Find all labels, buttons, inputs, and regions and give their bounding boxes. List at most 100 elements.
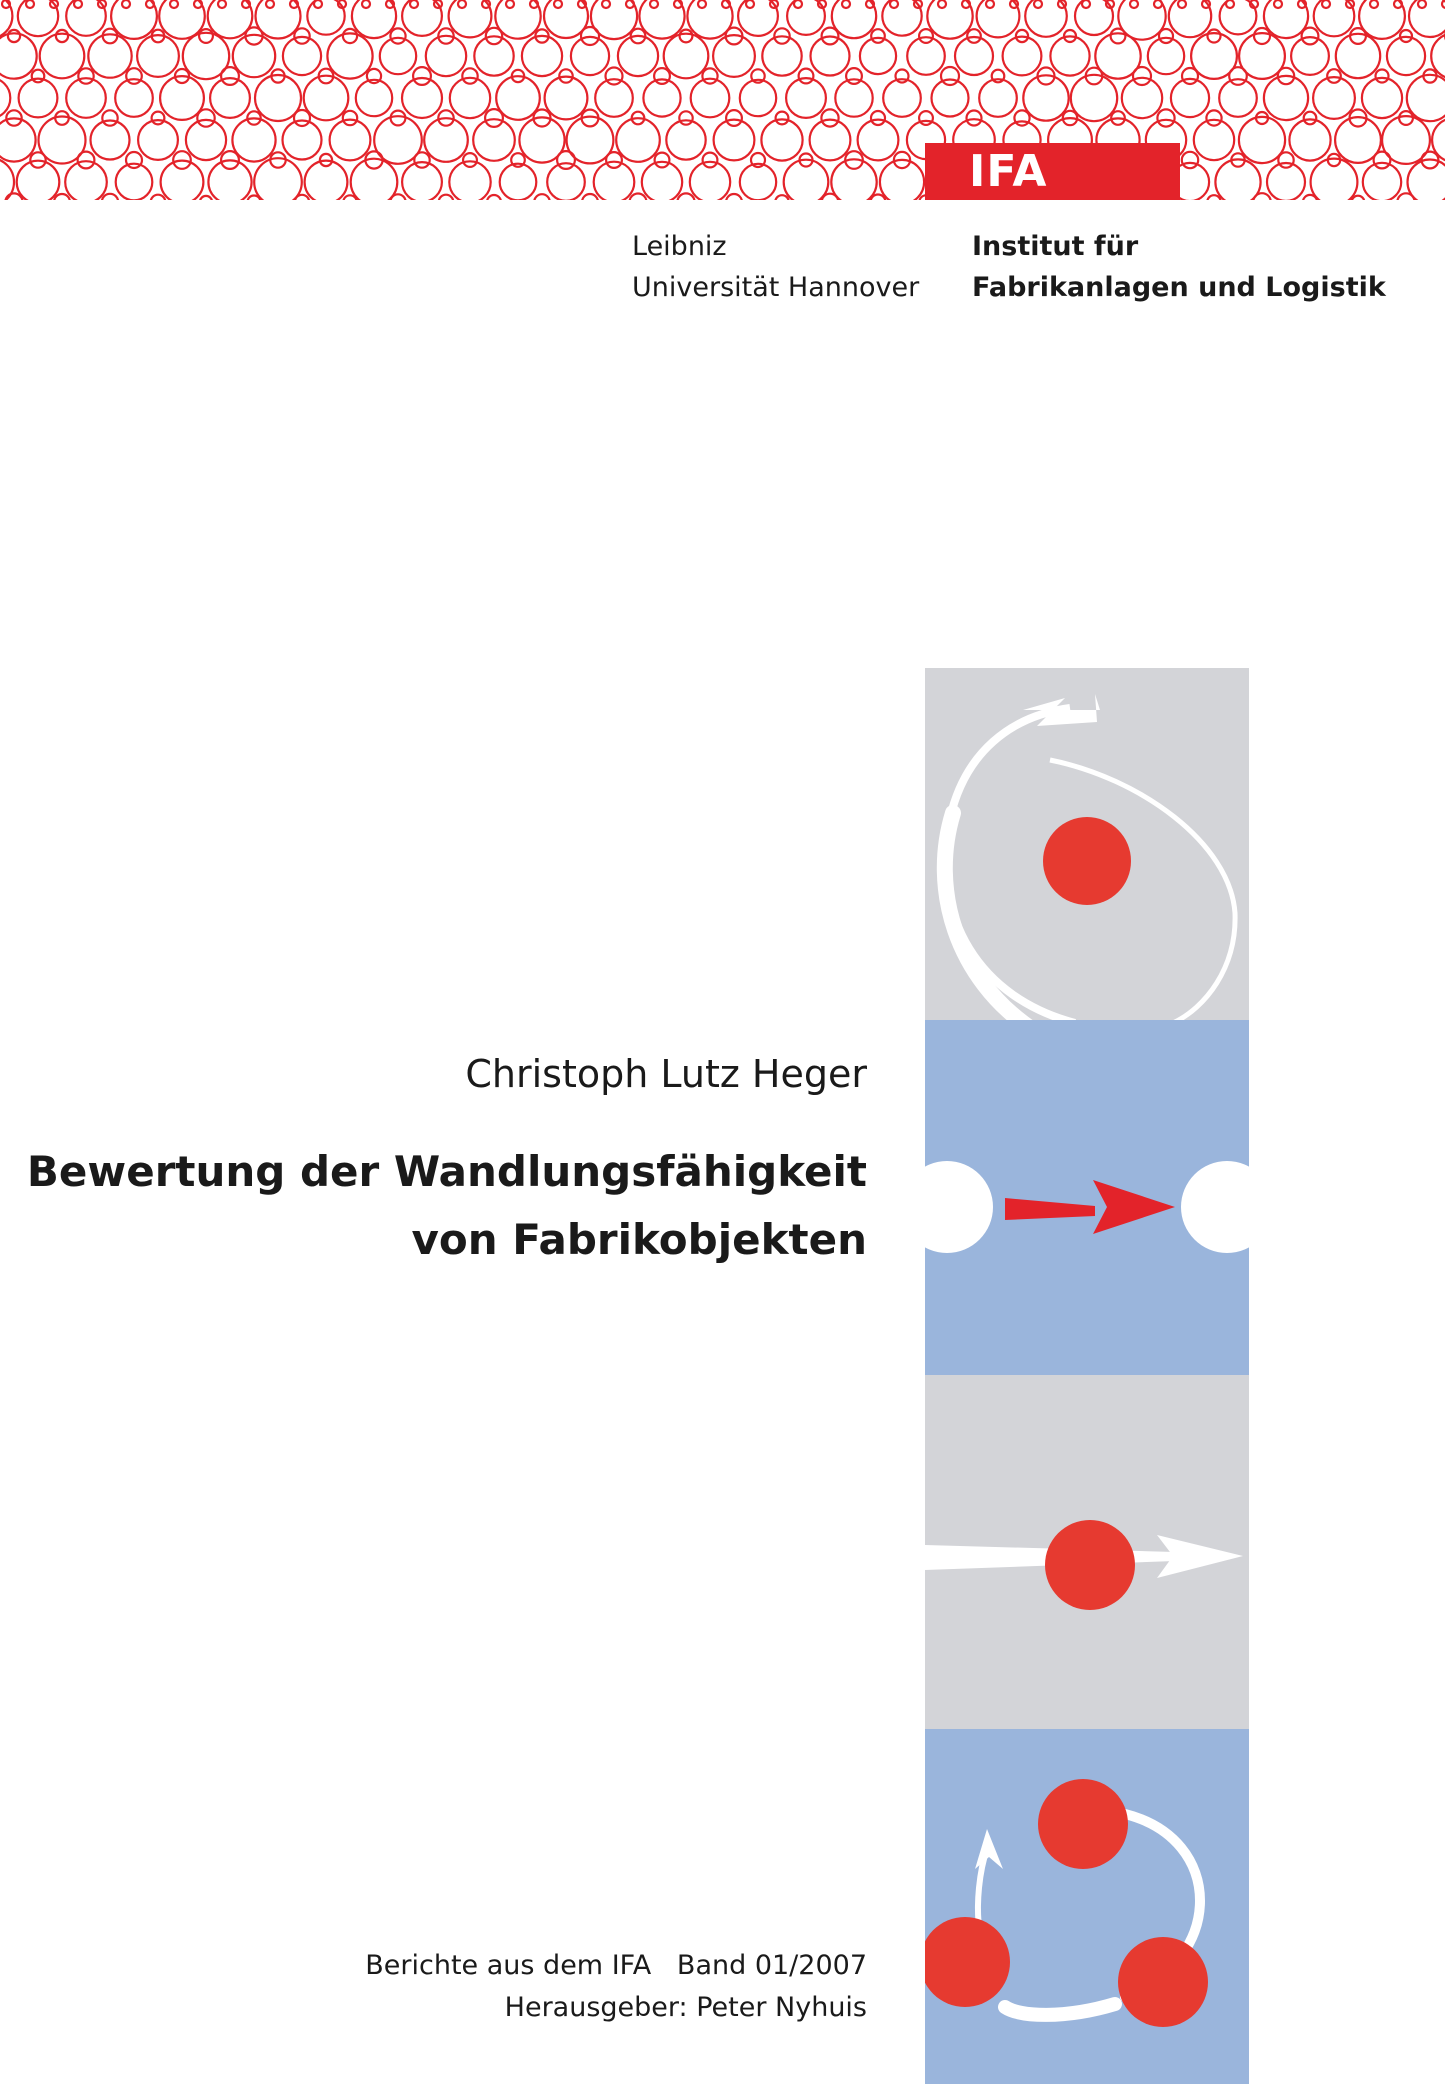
pattern-bubble (0, 0, 12, 10)
red-arrow-shaft (1005, 1198, 1095, 1220)
pattern-bubble (629, 27, 647, 45)
pattern-bubble (350, 0, 398, 40)
pattern-bubble (774, 194, 790, 200)
pattern-bubble (1192, 118, 1236, 162)
pattern-bubble (1024, 0, 1068, 38)
pattern-bubble (665, 119, 707, 161)
pattern-bubble (648, 0, 660, 10)
pattern-bubble (349, 157, 399, 200)
pattern-bubble (24, 0, 36, 10)
pattern-bubble (882, 78, 922, 118)
pattern-bubble (1032, 0, 1044, 10)
pattern-bubble (966, 28, 982, 44)
institute-name-line-1: Institut für (972, 231, 1139, 262)
pattern-bubble (569, 35, 611, 77)
pattern-bubble (1167, 0, 1213, 39)
pattern-bubble (246, 110, 262, 126)
pattern-bubble (437, 109, 455, 127)
pattern-bubble (1326, 68, 1342, 84)
pattern-bubble (1248, 0, 1260, 10)
pattern-bubble (231, 117, 277, 163)
pattern-bubble (894, 68, 910, 84)
pattern-bubble (412, 65, 433, 86)
series-and-volume: Berichte aus dem IFA Band 01/2007 (365, 1950, 867, 1981)
pattern-bubble (542, 0, 590, 40)
red-dot (1045, 1520, 1135, 1610)
pattern-bubble (725, 192, 743, 200)
pattern-bubble (1117, 0, 1167, 41)
pattern-bubble (1397, 109, 1414, 126)
pattern-bubble (253, 73, 303, 123)
pattern-bubble (76, 150, 96, 170)
red-dot (1043, 817, 1131, 905)
circulation-arrowhead (975, 1829, 1003, 1869)
illustration-panel-translation (925, 1020, 1249, 1375)
pattern-bubble (1104, 0, 1116, 10)
pattern-bubble (701, 151, 719, 169)
rotation-arrow-body (936, 805, 1037, 1023)
pattern-bubble (1110, 110, 1126, 126)
pattern-bubble (555, 150, 576, 171)
pattern-bubble (558, 68, 574, 84)
pattern-bubble (181, 31, 231, 81)
pattern-bubble (750, 68, 766, 84)
pattern-bubble (892, 150, 912, 170)
pattern-bubble (15, 159, 61, 200)
pattern-bubble (437, 193, 455, 200)
pattern-bubble (100, 192, 120, 200)
pattern-bubble (373, 115, 423, 165)
rotation-arrowhead (1023, 694, 1100, 726)
pattern-bubble (0, 0, 14, 38)
illustration-panel-movement (925, 1375, 1249, 1730)
pattern-bubble (281, 35, 323, 77)
pattern-bubble (1094, 32, 1142, 80)
pattern-bubble (0, 79, 12, 117)
pattern-bubble (1080, 0, 1092, 10)
pattern-bubble (1014, 28, 1030, 44)
pattern-bubble (878, 158, 926, 200)
pattern-bubble (473, 35, 515, 77)
pattern-bubble (1180, 66, 1200, 86)
pattern-bubble (939, 65, 961, 87)
pattern-bubble (604, 66, 624, 86)
pattern-bubble (737, 0, 779, 37)
pattern-bubble (1385, 35, 1427, 77)
pattern-bubble (546, 162, 586, 200)
pattern-bubble (1430, 33, 1445, 79)
pattern-bubble (486, 193, 502, 200)
pattern-bubble (652, 66, 671, 85)
pattern-bubble (389, 109, 407, 127)
pattern-bubble (696, 0, 708, 10)
pattern-bubble (930, 78, 970, 118)
pattern-bubble (552, 0, 564, 10)
pattern-bubble (589, 0, 639, 41)
pattern-bubble (615, 117, 661, 163)
pattern-bubble (72, 0, 84, 10)
author-name: Christoph Lutz Heger (465, 1052, 867, 1096)
pattern-bubble (424, 34, 468, 78)
pattern-bubble (518, 116, 566, 164)
pattern-bubble (1069, 73, 1119, 123)
illustration-panel-circulation (925, 1729, 1249, 2084)
pattern-bubble (1350, 194, 1366, 200)
pattern-bubble (1008, 0, 1020, 10)
pattern-bubble (1206, 194, 1222, 200)
pattern-bubble (318, 152, 334, 168)
pattern-bubble (565, 115, 615, 165)
pattern-bubble (960, 0, 972, 10)
pattern-bubble (158, 0, 206, 40)
pattern-bubble (64, 160, 108, 200)
pattern-bubble (29, 151, 47, 169)
pattern-bubble (231, 33, 277, 79)
pattern-bubble (1358, 0, 1406, 40)
pattern-bubble (1431, 118, 1445, 162)
pattern-bubble (1302, 110, 1318, 126)
pattern-bubble (192, 0, 204, 10)
book-title-line-1: Bewertung der Wandlungsfähigkeit (26, 1147, 867, 1196)
pattern-bubble (447, 0, 493, 39)
right-opening (1181, 1161, 1249, 1253)
pattern-bubble (1157, 27, 1175, 45)
pattern-bubble (1200, 0, 1212, 10)
pattern-bubble (336, 0, 348, 10)
pattern-bubble (869, 109, 887, 127)
